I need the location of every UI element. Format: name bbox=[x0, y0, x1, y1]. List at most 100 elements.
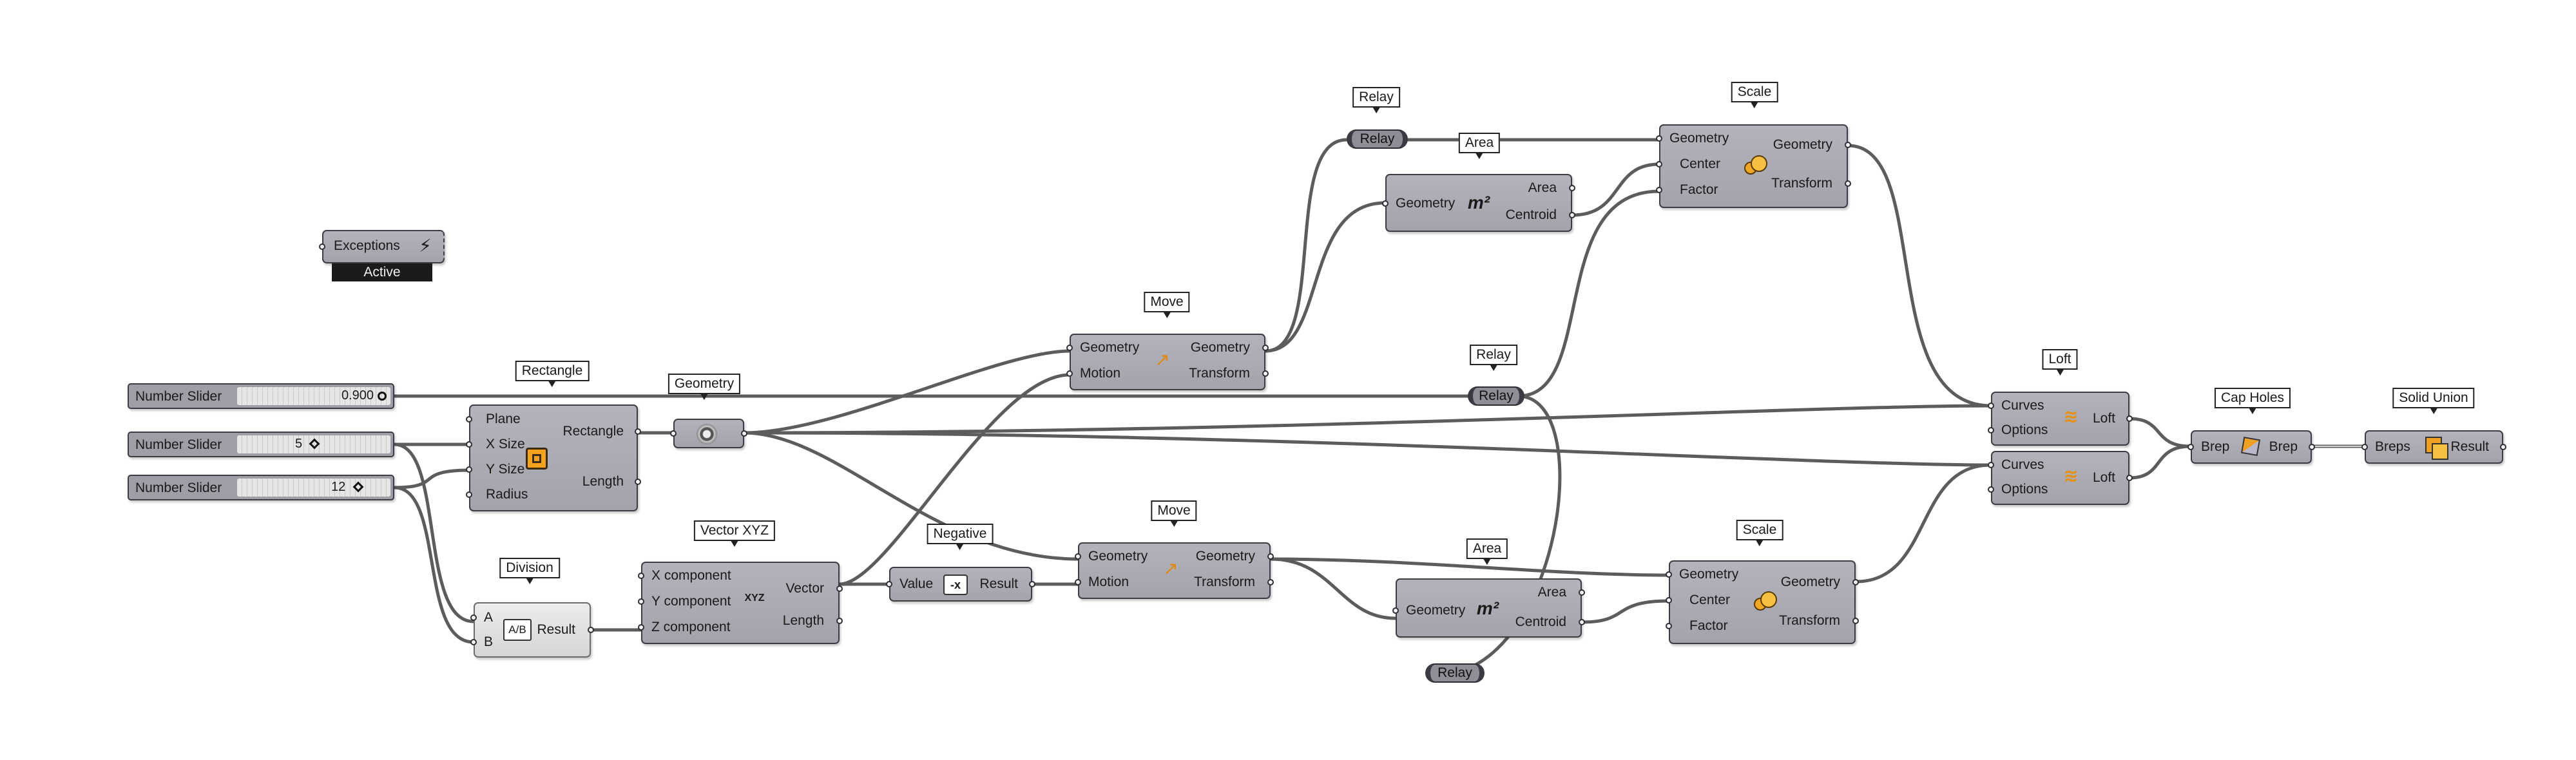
output-pin[interactable] bbox=[588, 627, 594, 633]
output-geometry[interactable]: Geometry bbox=[1195, 549, 1255, 564]
input-options[interactable]: Options bbox=[2001, 482, 2048, 497]
input-center[interactable]: Center bbox=[1689, 593, 1731, 607]
input-pin[interactable] bbox=[1666, 597, 1672, 603]
division-component[interactable]: A B A/B Result bbox=[470, 602, 594, 658]
move-component-top[interactable]: Geometry Motion ↗ Geometry Transform bbox=[1066, 334, 1269, 390]
input-x-size[interactable]: X Size bbox=[486, 437, 525, 451]
input-pin[interactable] bbox=[1075, 553, 1081, 560]
output-pin[interactable] bbox=[1579, 589, 1585, 596]
output-pin[interactable] bbox=[836, 585, 843, 592]
output-vector[interactable]: Vector bbox=[785, 581, 824, 596]
output-pin[interactable] bbox=[1852, 579, 1859, 585]
output-transform[interactable]: Transform bbox=[1771, 176, 1832, 191]
input-brep[interactable]: Brep bbox=[2201, 439, 2230, 454]
input-options[interactable]: Options bbox=[2001, 423, 2048, 437]
output-length[interactable]: Length bbox=[782, 613, 824, 628]
input-geometry[interactable]: Geometry bbox=[1080, 340, 1140, 355]
input-curves[interactable]: Curves bbox=[2001, 398, 2044, 413]
input-breps[interactable]: Breps bbox=[2375, 439, 2410, 454]
input-pin[interactable] bbox=[466, 466, 472, 473]
output-area[interactable]: Area bbox=[1537, 585, 1566, 600]
input-z-component[interactable]: Z component bbox=[651, 620, 731, 634]
input-geometry[interactable]: Geometry bbox=[1396, 196, 1456, 211]
input-geometry[interactable]: Geometry bbox=[1406, 603, 1466, 618]
input-pin[interactable] bbox=[1988, 403, 1994, 409]
output-pin[interactable] bbox=[635, 479, 641, 485]
input-pin[interactable] bbox=[319, 243, 325, 250]
input-pin[interactable] bbox=[466, 491, 472, 498]
input-factor[interactable]: Factor bbox=[1680, 182, 1718, 197]
input-pin[interactable] bbox=[638, 624, 644, 631]
negative-component[interactable]: Value -x Result bbox=[886, 567, 1035, 602]
output-rectangle[interactable]: Rectangle bbox=[562, 424, 624, 439]
output-pin[interactable] bbox=[2309, 444, 2315, 450]
relay-top[interactable]: Relay bbox=[1347, 129, 1408, 149]
exceptions-component[interactable]: Exceptions ⚡ bbox=[319, 230, 445, 263]
output-pin[interactable] bbox=[1267, 579, 1274, 585]
output-loft[interactable]: Loft bbox=[2092, 470, 2115, 485]
move-component-bottom[interactable]: Geometry Motion ↗ Geometry Transform bbox=[1075, 542, 1274, 599]
input-motion[interactable]: Motion bbox=[1088, 575, 1129, 589]
output-pin[interactable] bbox=[1029, 581, 1035, 587]
number-slider-x[interactable]: Number Slider 5 bbox=[128, 432, 394, 457]
input-radius[interactable]: Radius bbox=[486, 487, 528, 502]
output-pin[interactable] bbox=[1569, 212, 1575, 218]
output-transform[interactable]: Transform bbox=[1189, 366, 1250, 381]
input-y-component[interactable]: Y component bbox=[651, 594, 731, 609]
input-pin[interactable] bbox=[1656, 161, 1662, 167]
output-transform[interactable]: Transform bbox=[1194, 575, 1255, 589]
input-pin[interactable] bbox=[466, 416, 472, 423]
area-component-top[interactable]: Geometry m² Area Centroid bbox=[1382, 174, 1575, 232]
loft-component-bottom[interactable]: Curves Options ≋ Loft bbox=[1988, 451, 2133, 505]
input-pin[interactable] bbox=[1075, 579, 1081, 585]
output-pin[interactable] bbox=[1262, 370, 1269, 377]
output-pin[interactable] bbox=[635, 428, 641, 435]
output-result[interactable]: Result bbox=[2450, 439, 2489, 454]
output-geometry[interactable]: Geometry bbox=[1780, 575, 1840, 589]
input-b[interactable]: B bbox=[484, 634, 494, 649]
input-pin[interactable] bbox=[1382, 200, 1389, 207]
input-geometry[interactable]: Geometry bbox=[1679, 567, 1739, 582]
output-pin[interactable] bbox=[2126, 475, 2133, 481]
output-pin[interactable] bbox=[1579, 619, 1585, 625]
output-brep[interactable]: Brep bbox=[2269, 439, 2298, 454]
output-result[interactable]: Result bbox=[979, 576, 1018, 591]
input-value[interactable]: Value bbox=[899, 576, 934, 591]
input-pin[interactable] bbox=[470, 639, 477, 645]
output-pin[interactable] bbox=[836, 618, 843, 624]
input-curves[interactable]: Curves bbox=[2001, 457, 2044, 472]
output-result[interactable]: Result bbox=[537, 622, 575, 637]
output-pin[interactable] bbox=[1267, 553, 1274, 560]
input-pin[interactable] bbox=[886, 581, 892, 587]
input-pin[interactable] bbox=[1392, 607, 1399, 614]
input-plane[interactable]: Plane bbox=[486, 412, 521, 426]
geometry-parameter[interactable] bbox=[670, 419, 747, 448]
input-factor[interactable]: Factor bbox=[1689, 618, 1728, 633]
loft-component-top[interactable]: Curves Options ≋ Loft bbox=[1988, 392, 2133, 446]
input-pin[interactable] bbox=[1656, 135, 1662, 142]
scale-component-bottom[interactable]: Geometry Center Factor Geometry Transfor… bbox=[1666, 560, 1859, 644]
output-transform[interactable]: Transform bbox=[1779, 613, 1840, 628]
output-geometry[interactable]: Geometry bbox=[1190, 340, 1250, 355]
output-pin[interactable] bbox=[1852, 618, 1859, 624]
solid-union-component[interactable]: Breps Result bbox=[2361, 430, 2506, 464]
input-pin[interactable] bbox=[670, 430, 677, 437]
output-pin[interactable] bbox=[2126, 415, 2133, 422]
input-center[interactable]: Center bbox=[1680, 157, 1721, 171]
slider-rail[interactable] bbox=[237, 387, 390, 405]
input-pin[interactable] bbox=[1988, 486, 1994, 493]
input-pin[interactable] bbox=[2187, 444, 2194, 450]
output-centroid[interactable]: Centroid bbox=[1515, 614, 1566, 629]
scale-component-top[interactable]: Geometry Center Factor Geometry Transfor… bbox=[1656, 124, 1851, 208]
number-slider-y[interactable]: Number Slider 12 bbox=[128, 475, 394, 500]
input-pin[interactable] bbox=[638, 598, 644, 605]
input-pin[interactable] bbox=[1066, 345, 1073, 351]
slider-rail[interactable] bbox=[237, 479, 390, 497]
vector-xyz-component[interactable]: X component Y component Z component XYZ … bbox=[638, 562, 843, 644]
output-loft[interactable]: Loft bbox=[2092, 411, 2115, 426]
input-pin[interactable] bbox=[1666, 571, 1672, 578]
output-centroid[interactable]: Centroid bbox=[1505, 207, 1557, 222]
cap-holes-component[interactable]: Brep Brep bbox=[2187, 430, 2315, 464]
output-pin[interactable] bbox=[1845, 142, 1851, 148]
